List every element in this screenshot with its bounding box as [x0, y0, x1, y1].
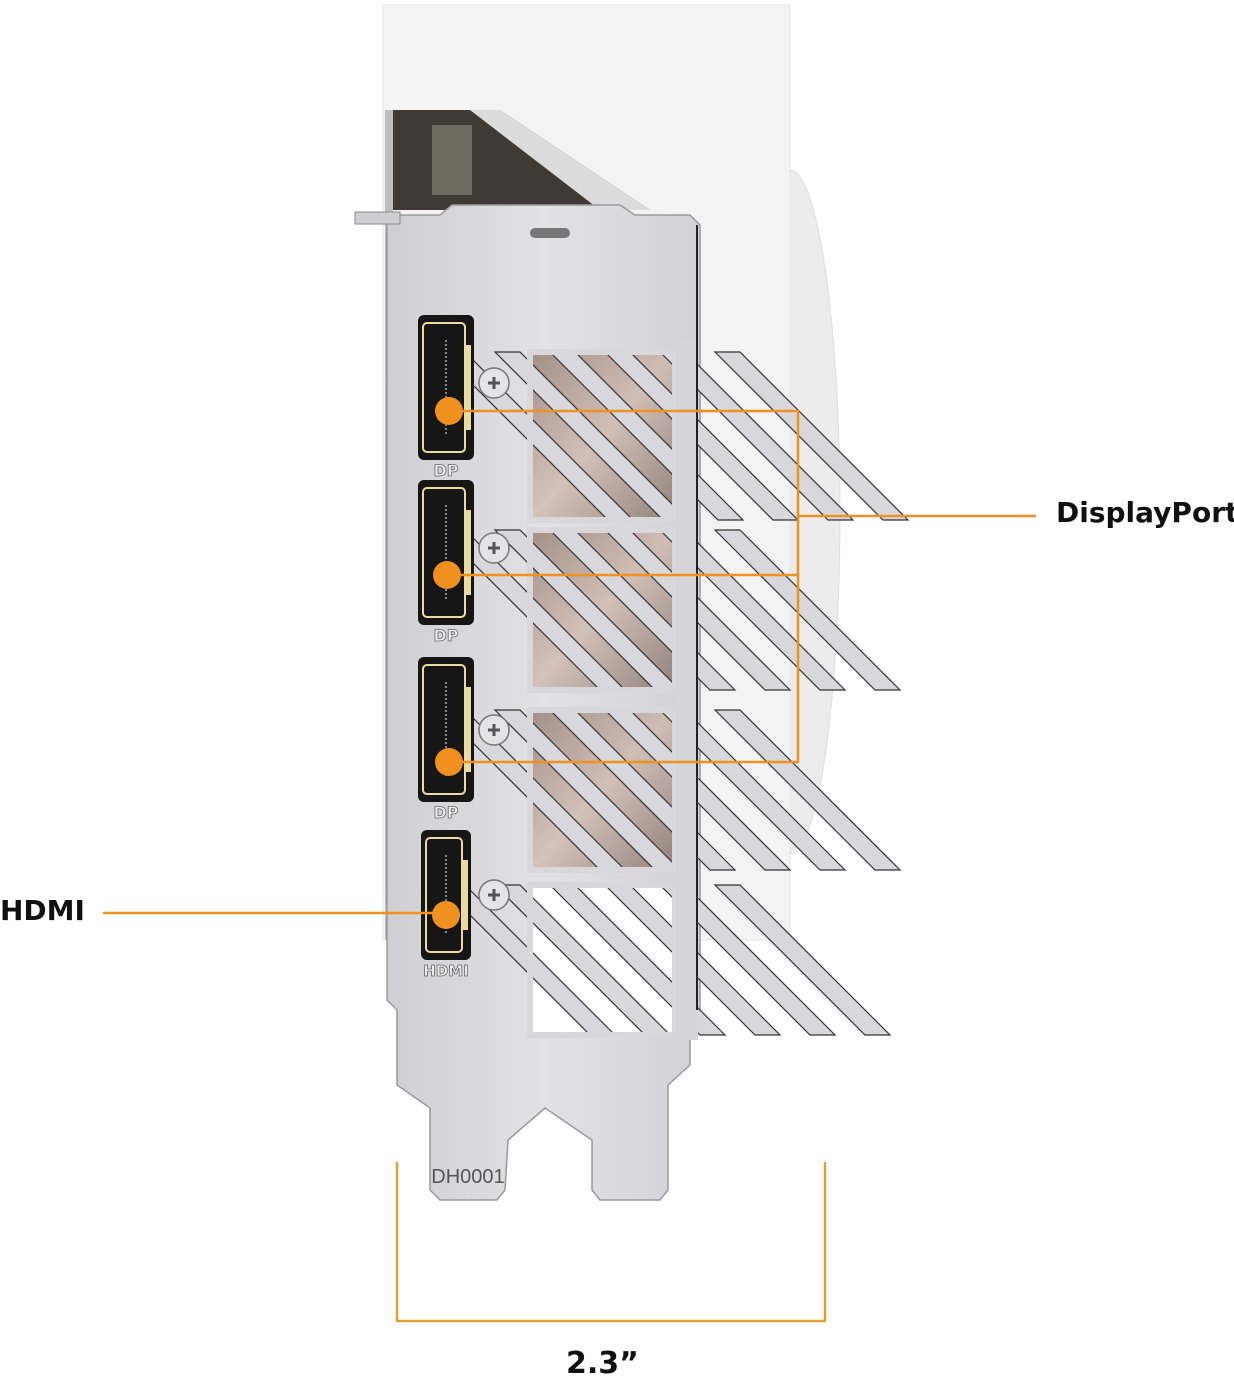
callout-dots — [432, 397, 463, 929]
bracket-part-code: DH0001 — [431, 1166, 504, 1188]
hdmi-port: HDMI — [421, 830, 471, 980]
callout-dot-dp1 — [435, 397, 463, 425]
width-dimension-line — [395, 1162, 827, 1323]
displayport-callout-lines — [447, 409, 1036, 764]
vent-group — [438, 882, 892, 1038]
screw-icon — [478, 714, 510, 746]
width-dimension-label: 2.3” — [566, 1346, 639, 1381]
callout-dot-dp2 — [433, 561, 461, 589]
bracket-vents — [438, 225, 910, 1040]
screw-icon — [478, 879, 510, 911]
port-label: DP — [433, 461, 458, 480]
vent-group — [438, 349, 910, 523]
bracket-screws — [478, 367, 510, 911]
screw-icon — [478, 367, 510, 399]
port-label: DP — [433, 626, 458, 645]
port-label: HDMI — [423, 962, 469, 980]
displayport-label: DisplayPort — [1056, 496, 1234, 529]
callout-dot-dp3 — [435, 748, 463, 776]
displayport-port: DP — [418, 315, 474, 480]
port-label: DP — [433, 803, 458, 822]
display-ports: DP DP DP HDMI — [418, 315, 474, 980]
hdmi-label: HDMI — [0, 894, 85, 927]
displayport-port: DP — [418, 480, 474, 645]
screw-icon — [478, 532, 510, 564]
displayport-port: DP — [418, 657, 474, 822]
callout-dot-hdmi — [432, 901, 460, 929]
